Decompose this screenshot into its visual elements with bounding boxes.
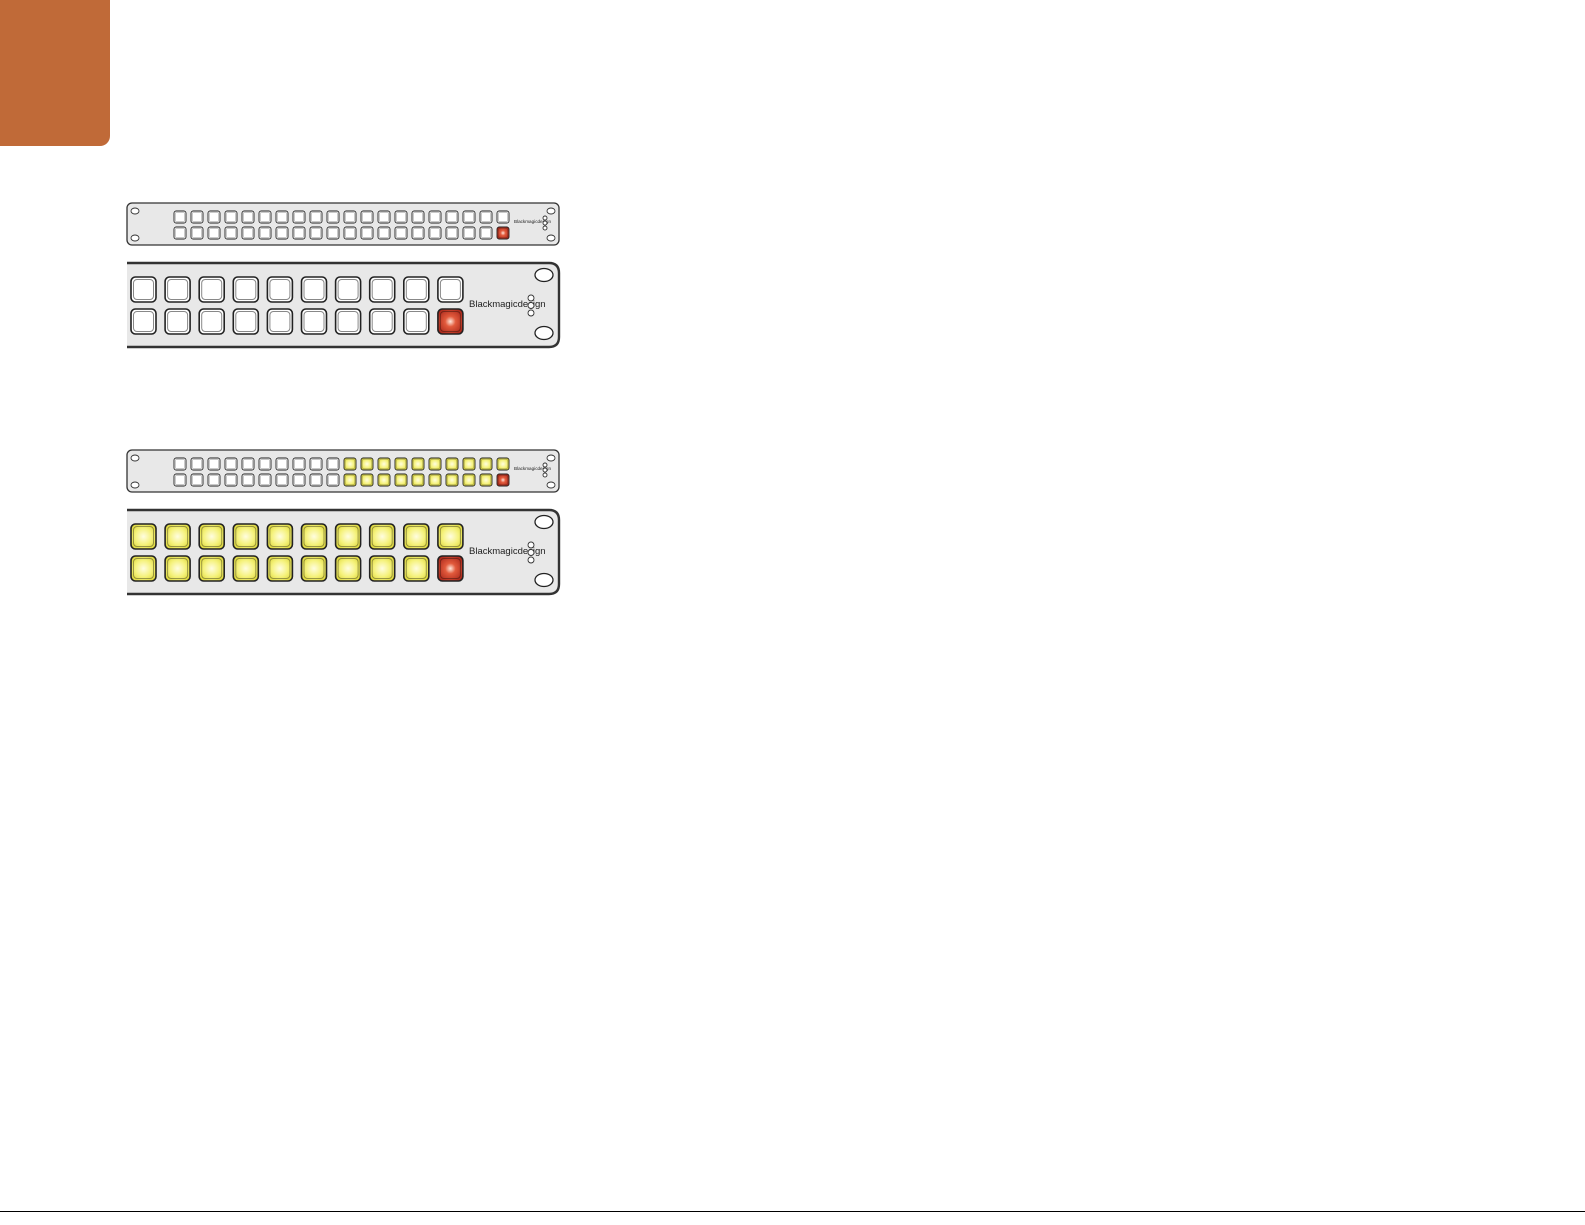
panel-1ru: Blackmagicdesign [127, 450, 559, 492]
panel-1ru-mount-hole-3 [131, 235, 139, 241]
panel-zoom-mount-hole-top [535, 516, 553, 529]
panel-1ru-mount-hole-1 [131, 455, 139, 461]
panel-zoom: Blackmagicdesign [127, 263, 559, 347]
footer-rule [0, 1211, 1585, 1212]
panel-zoom: Blackmagicdesign [127, 510, 559, 594]
panel-zoom-logo-circle-1 [528, 295, 534, 301]
panel-1ru-logo-circle-1 [543, 463, 547, 467]
panel-zoom-logo-circle-1 [528, 542, 534, 548]
panel-1ru-mount-hole-2 [547, 208, 555, 214]
panel-1ru-mount-hole-2 [547, 455, 555, 461]
panel-zoom-mount-hole-bottom [535, 574, 553, 587]
panel-zoom-logo-circle-3 [528, 310, 534, 316]
panel-1ru: Blackmagicdesign [127, 203, 559, 245]
panel-1ru-logo-circle-2 [543, 468, 547, 472]
panel-1ru-logo-circle-2 [543, 221, 547, 225]
panel-zoom-logo-circle-3 [528, 557, 534, 563]
panel-1ru-mount-hole-3 [131, 482, 139, 488]
panel-zoom-mount-hole-bottom [535, 327, 553, 340]
panel-1ru-logo-circle-1 [543, 216, 547, 220]
panel-zoom-mount-hole-top [535, 269, 553, 282]
figure-default-state: BlackmagicdesignBlackmagicdesign [127, 203, 559, 347]
panel-1ru-mount-hole-1 [131, 208, 139, 214]
panel-1ru-mount-hole-4 [547, 235, 555, 241]
panel-1ru-logo-circle-3 [543, 226, 547, 230]
panel-1ru-logo-circle-3 [543, 473, 547, 477]
panel-1ru-mount-hole-4 [547, 482, 555, 488]
panel-zoom-logo-circle-2 [528, 303, 534, 309]
panel-zoom-logo-circle-2 [528, 550, 534, 556]
